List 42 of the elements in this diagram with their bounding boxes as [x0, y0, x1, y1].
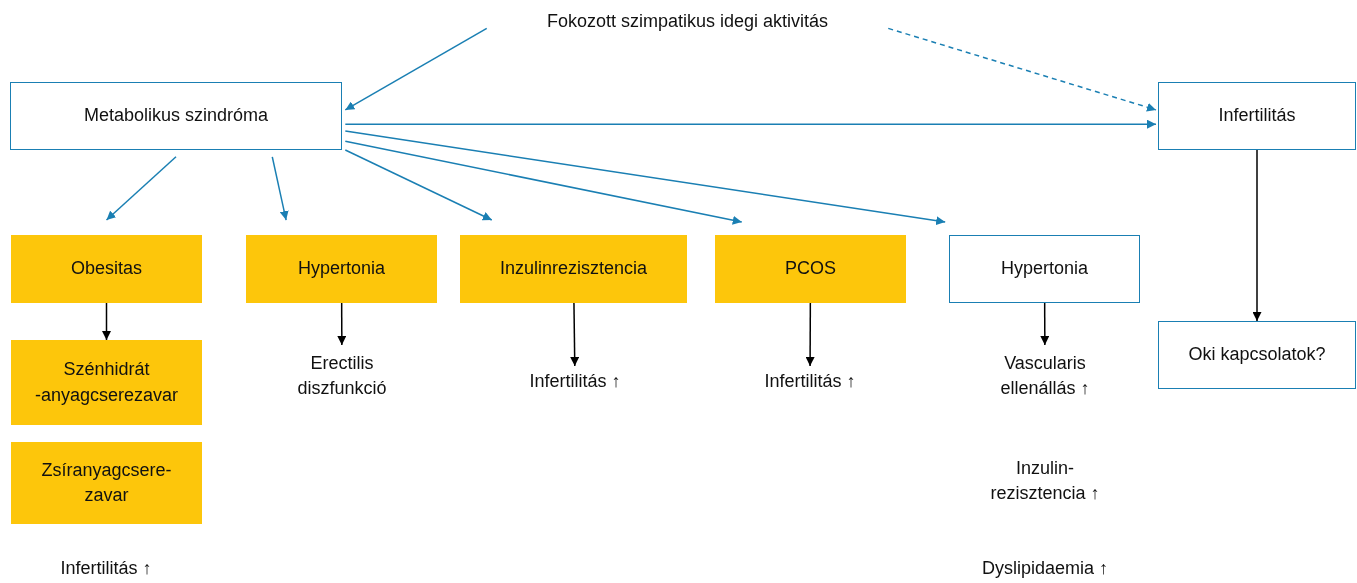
effect-note: Infertilitás ↑ [59, 557, 153, 580]
highlighted-box [11, 340, 202, 425]
box-label: Oki kapcsolatok? [1188, 343, 1326, 367]
dashed-arrow [887, 27, 1157, 112]
arrow [1040, 302, 1050, 346]
arrow [344, 130, 946, 226]
highlighted-box [246, 235, 437, 303]
highlighted-box [11, 235, 202, 303]
node-text: Erectilis diszfunkció [282, 345, 402, 407]
box-label: Zsíranyagcsere-zavar [40, 458, 173, 507]
arrow [344, 149, 493, 221]
node-text: Vascularis ellenállás ↑ [975, 345, 1115, 407]
node-text: Fokozott szimpatikus idegi aktivitás [505, 6, 870, 38]
arrow [344, 119, 1157, 129]
arrow [102, 302, 111, 341]
highlighted-box [11, 442, 202, 524]
box-label: Inzulinrezisztencia [499, 257, 648, 281]
arrow [337, 302, 347, 346]
arrow [105, 156, 177, 221]
box-label: Szénhidrát -anyagcserezavar [33, 358, 180, 407]
node-text: Infertilitás ↑ [735, 366, 885, 398]
arrow [344, 27, 488, 111]
node-text: Infertilitás ↑ [500, 366, 650, 398]
box-label: Metabolikus szindróma [83, 104, 269, 128]
process-box [949, 235, 1140, 303]
box-label: Infertilitás [1218, 104, 1296, 128]
arrow [1252, 149, 1262, 322]
box-label: Hypertonia [1000, 257, 1088, 281]
arrow [805, 302, 815, 367]
highlighted-box [715, 235, 906, 303]
process-box [1158, 82, 1356, 150]
arrow [570, 302, 580, 367]
process-box [1158, 321, 1356, 389]
arrow [271, 156, 289, 221]
effect-note: Dyslipidaemia ↑ [980, 557, 1109, 580]
box-label: Hypertonia [297, 257, 385, 281]
highlighted-box [460, 235, 687, 303]
box-label: PCOS [785, 257, 836, 281]
box-label: Obesitas [70, 257, 142, 281]
effect-note: Inzulin-rezisztencia ↑ [989, 457, 1101, 506]
arrow [344, 140, 743, 225]
process-box [10, 82, 342, 150]
